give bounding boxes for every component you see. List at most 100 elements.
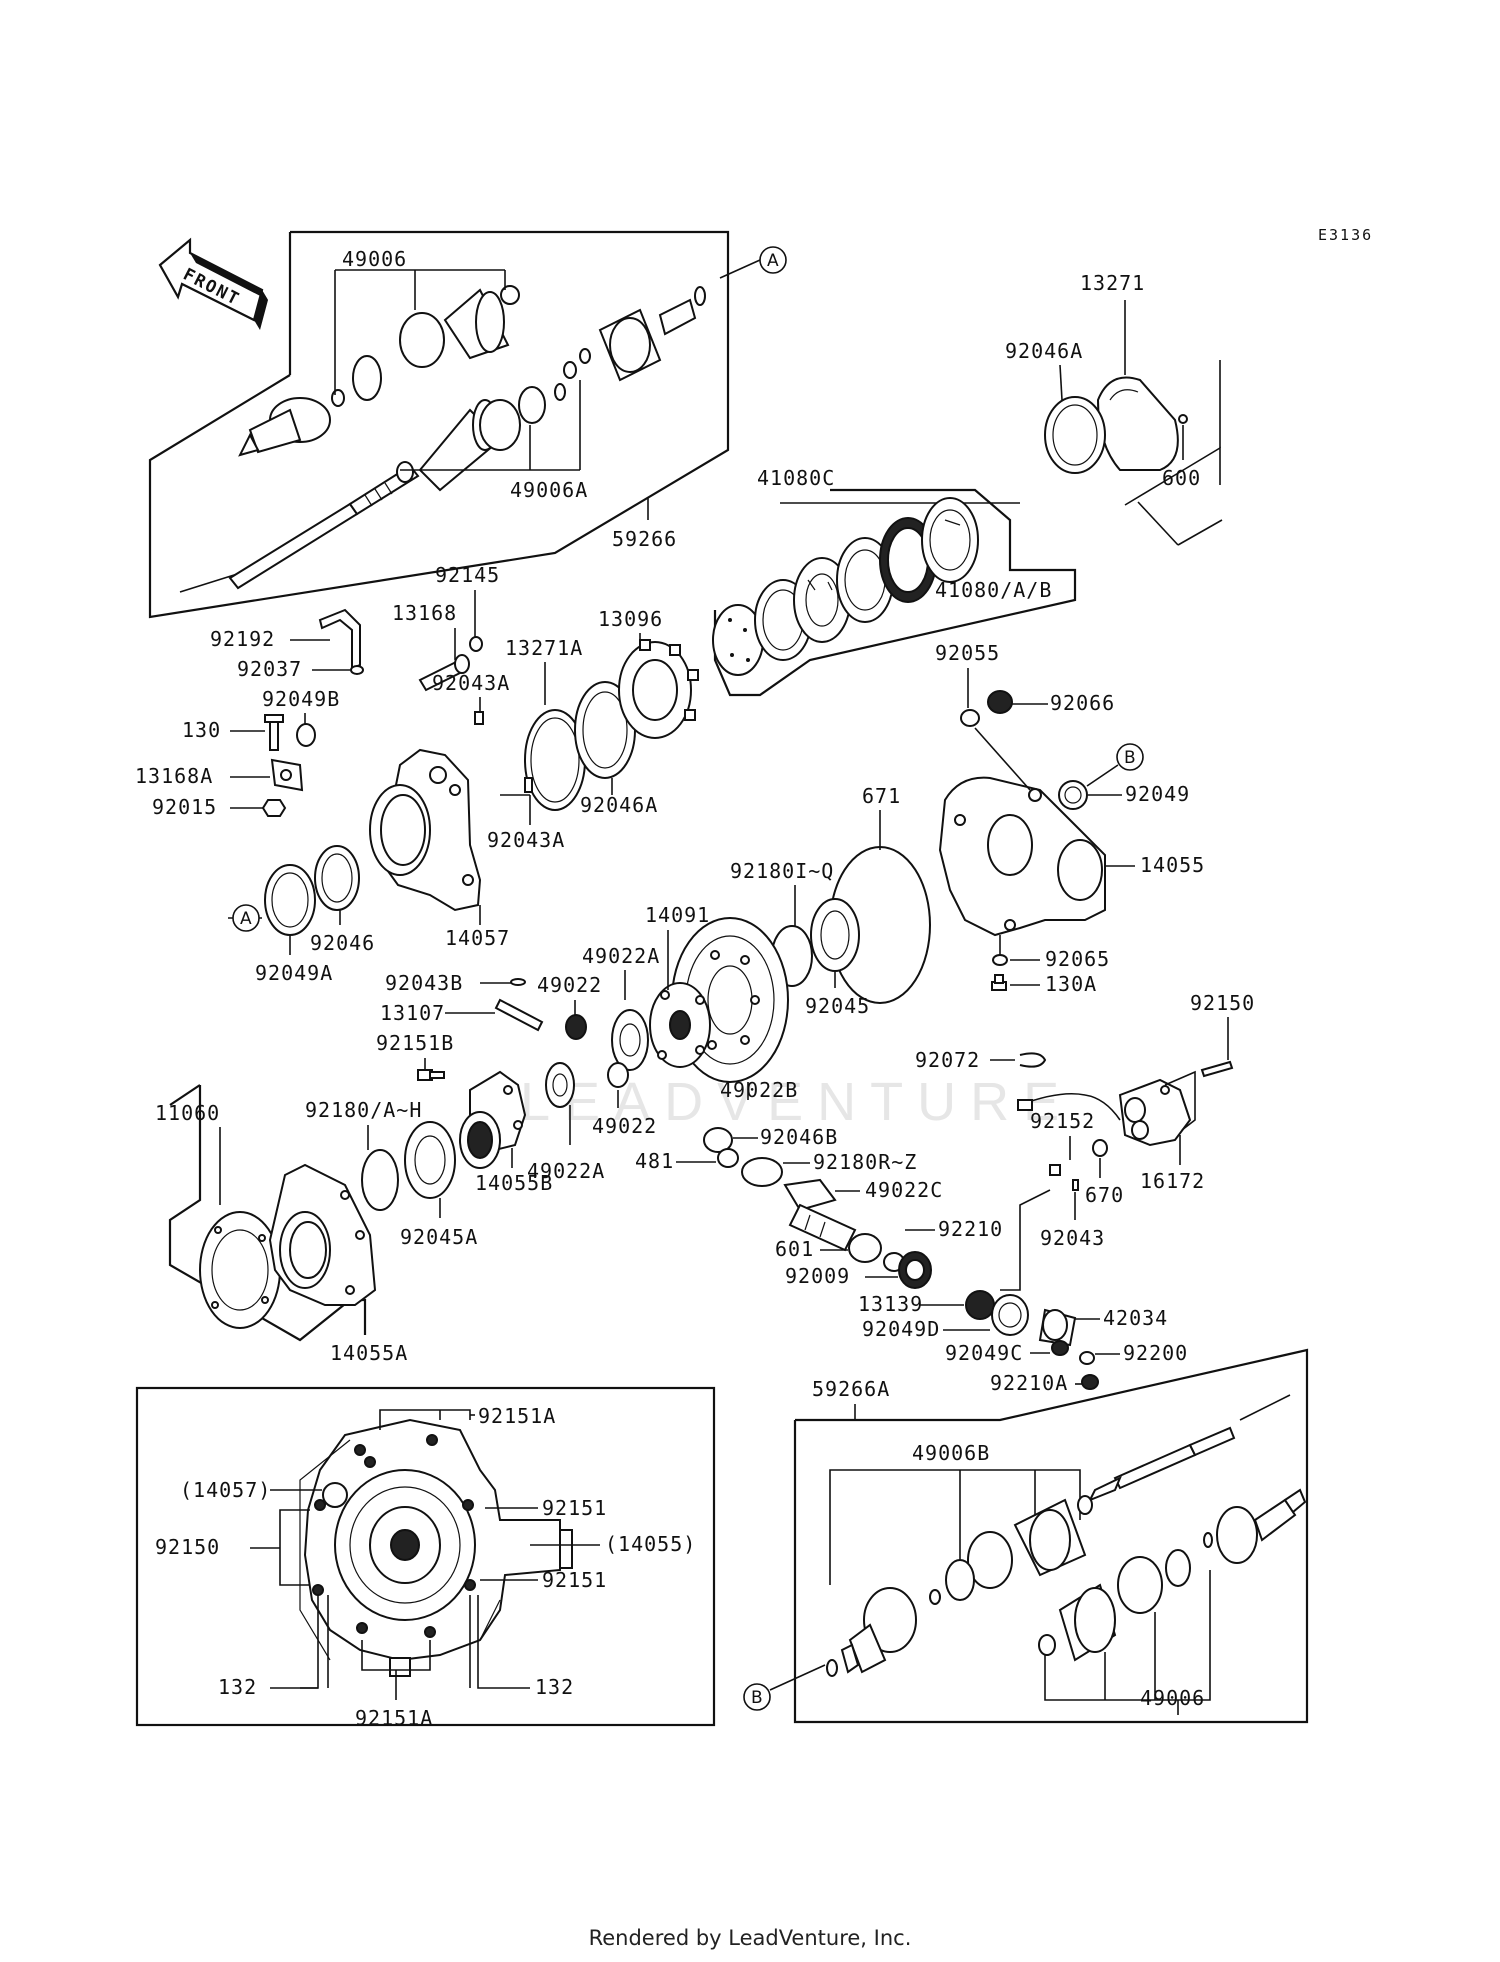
diagram-code: E3136 (1318, 226, 1373, 244)
label-92151b: 92151B (376, 1031, 454, 1055)
label-130a: 130A (1045, 972, 1097, 996)
inner-cv-housing-icon (598, 298, 697, 382)
label-92150-right: 92150 (1190, 991, 1255, 1015)
callout-a-top (759, 246, 787, 274)
label-92055: 92055 (935, 641, 1000, 665)
housing-14055-icon (938, 776, 1106, 937)
drive-shaft-59266a-group: 59266A 49006B (769, 1348, 1309, 1724)
label-92200: 92200 (1123, 1341, 1188, 1365)
band-lower-br-icon (1117, 1556, 1163, 1614)
label-13168: 13168 (392, 601, 457, 625)
label-92180rz: 92180R~Z (813, 1150, 917, 1174)
label-49006a: 49006A (510, 478, 588, 502)
joint-42034-icon (1038, 1308, 1077, 1347)
seal-92049b-icon (296, 723, 316, 747)
label-41080c: 41080C (757, 466, 835, 490)
label-49022a-top: 49022A (582, 944, 660, 968)
cover-group: 11060 14055A (155, 1084, 407, 1365)
label-601: 601 (775, 1237, 814, 1261)
label-92049a: 92049A (255, 961, 333, 985)
pinion-shaft-13107-icon (494, 998, 544, 1032)
label-130: 130 (182, 718, 221, 742)
differential-group: 92180I~Q 92045 49022B 14091 49022A 4 (305, 859, 869, 1249)
ring-small-mid2-icon (563, 361, 577, 379)
label-132-right: 132 (535, 1675, 574, 1699)
label-11060: 11060 (155, 1101, 220, 1125)
bearing-92045-icon (810, 898, 860, 972)
label-92180ah: 92180/A~H (305, 1098, 422, 1122)
bolt-92150-icon (1200, 1060, 1234, 1078)
inner-race-icon (518, 386, 546, 424)
diff-case-14091-icon (649, 982, 711, 1068)
band-upper-br-icon (967, 1531, 1013, 1589)
label-92046a-top: 92046A (1005, 339, 1083, 363)
label-92151a-bot: 92151A (355, 1706, 433, 1730)
left-housing-group: 92192 13168 92145 92037 92049B 92043A 13… (135, 563, 699, 985)
cover-14055a-icon (268, 1163, 377, 1306)
inset-frame (135, 1386, 716, 1727)
shim-92180ah-icon (361, 1149, 399, 1211)
label-14057-paren: (14057) (180, 1478, 271, 1502)
footer-credit: Rendered by LeadVenture, Inc. (588, 1926, 912, 1950)
snap-ring-92055-icon (960, 709, 980, 727)
label-481: 481 (635, 1149, 674, 1173)
label-49006b: 49006B (912, 1441, 990, 1465)
label-14055: 14055 (1140, 853, 1205, 877)
label-14057: 14057 (445, 926, 510, 950)
label-59266a: 59266A (812, 1377, 890, 1401)
callout-a-top-text: A (767, 251, 779, 271)
label-13271a: 13271A (505, 636, 583, 660)
nut-92015-icon (261, 799, 287, 817)
bearing-cage-icon (352, 355, 382, 401)
label-13139: 13139 (858, 1292, 923, 1316)
boot-top-right-icon (443, 288, 510, 360)
label-92150-inset: 92150 (155, 1535, 220, 1559)
side-gear-49022a-bot-icon (545, 1062, 575, 1108)
label-49022-bot: 49022 (592, 1114, 657, 1138)
label-14055-paren: (14055) (605, 1532, 696, 1556)
o-ring-670-icon (1092, 1139, 1108, 1157)
housing-14057-icon (369, 748, 482, 912)
drive-shaft-icon (228, 464, 420, 590)
label-14055b: 14055B (475, 1171, 553, 1195)
coupling-13139-icon (965, 1290, 995, 1320)
right-housing-group: 671 14055 92055 92066 92049 92065 130A (829, 641, 1205, 1004)
circlip-outer-br-icon (1203, 1532, 1213, 1548)
inner-circlip-icon (694, 286, 706, 306)
pin-92043a-2-icon (524, 777, 533, 793)
label-92210: 92210 (938, 1217, 1003, 1241)
bearing-601-icon (848, 1233, 882, 1263)
outer-cv-joint-icon (238, 397, 331, 457)
label-92072: 92072 (915, 1048, 980, 1072)
label-92145: 92145 (435, 563, 500, 587)
drive-shaft-long-icon (1087, 1394, 1291, 1502)
ring-small-mid-icon (579, 348, 591, 364)
front-arrow-icon: FRONT (158, 237, 268, 330)
pinion-group: 92046B 481 92180R~Z 49022C 601 92210 920… (635, 1125, 1188, 1395)
circlip-icon (554, 383, 566, 401)
shift-shaft-13168-icon (418, 654, 470, 692)
lever-13168a-icon (270, 758, 304, 792)
label-92151-2: 92151 (542, 1568, 607, 1592)
label-49006-bot: 49006 (1140, 1686, 1205, 1710)
thrust-bearing-92046a-icon (1044, 396, 1106, 474)
label-92046b: 92046B (760, 1125, 838, 1149)
label-92151-1: 92151 (542, 1496, 607, 1520)
ring-lower-br-icon (1038, 1634, 1056, 1656)
small-ring-top-icon (500, 285, 520, 305)
pinion-gear-49022-top-icon (565, 1014, 587, 1040)
label-92066: 92066 (1050, 691, 1115, 715)
label-92045a: 92045A (400, 1225, 478, 1249)
label-92065: 92065 (1045, 947, 1110, 971)
label-13271: 13271 (1080, 271, 1145, 295)
callout-b-bottom (743, 1683, 771, 1711)
label-92046: 92046 (310, 931, 375, 955)
cage-br-icon (945, 1559, 975, 1601)
callout-b-right (1116, 743, 1144, 771)
pin-92043-icon (1072, 1179, 1079, 1191)
actuator-group: 92150 92072 16172 92152 670 92043 (915, 991, 1255, 1291)
shim-92180rz-icon (741, 1157, 783, 1187)
label-92046a-mid: 92046A (580, 793, 658, 817)
label-92049: 92049 (1125, 782, 1190, 806)
